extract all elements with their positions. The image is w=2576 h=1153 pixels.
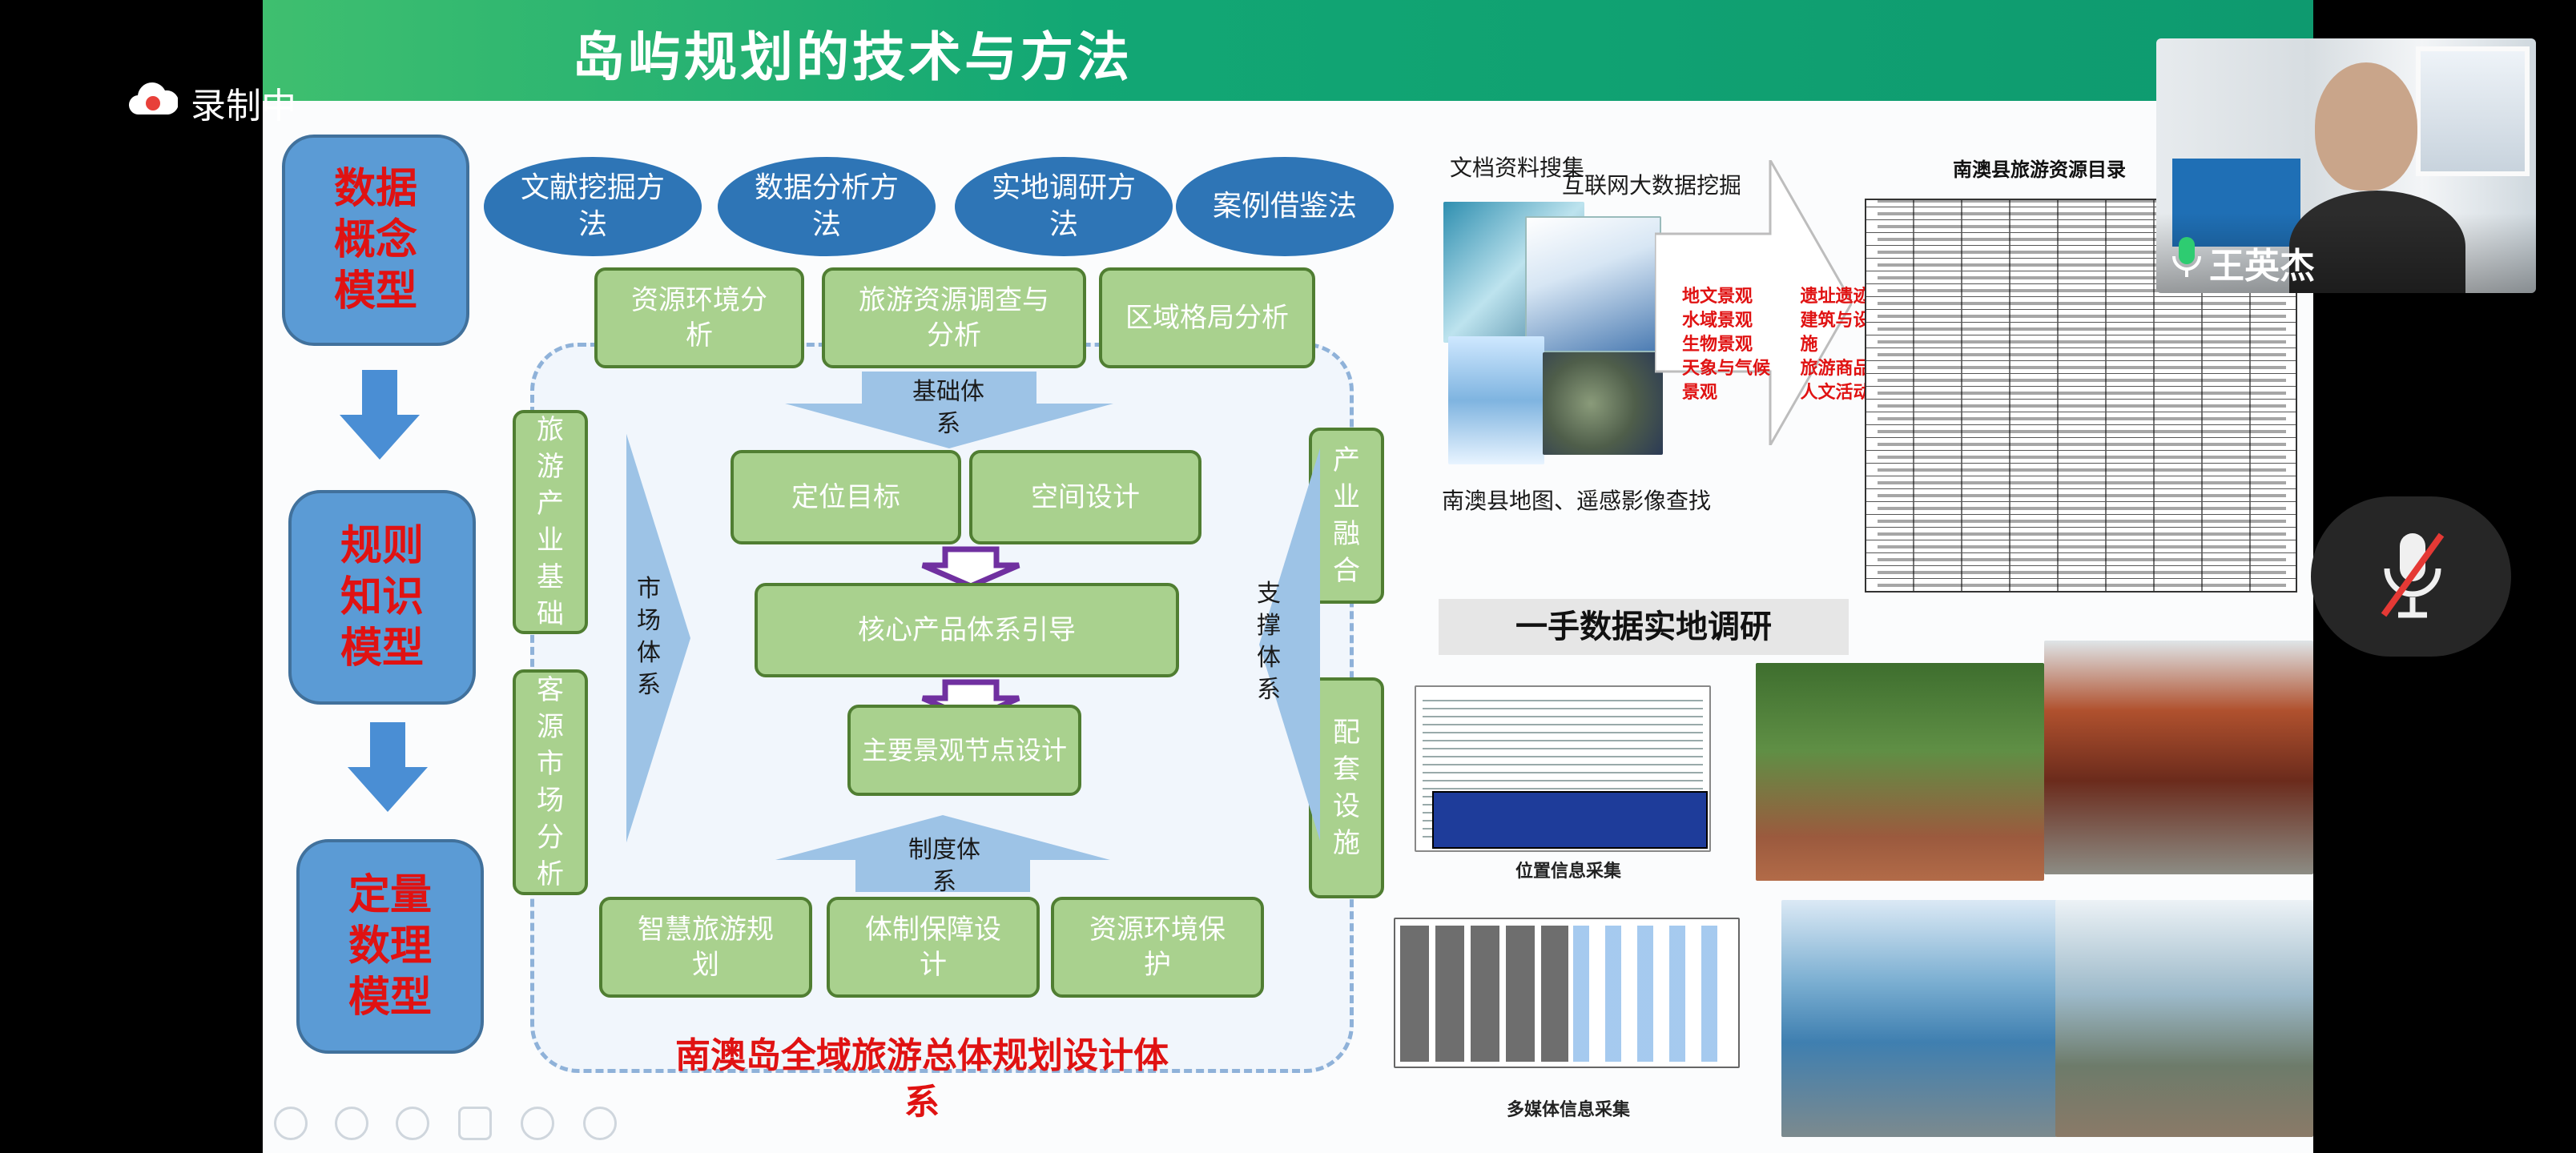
base-system-arrow: [785, 372, 1113, 448]
model-data-concept: 数据概念模型: [282, 135, 469, 346]
box-smart-tourism: 智慧旅游规划: [599, 897, 812, 998]
web-pages-image: [1525, 216, 1661, 352]
purple-down-arrow-icon: [918, 546, 1024, 589]
down-arrow-icon: [348, 722, 428, 812]
field-photo-2: [2044, 641, 2313, 874]
method-field-survey: 实地调研方法: [955, 157, 1173, 256]
map-image: [1448, 336, 1544, 464]
participant-name: 王英杰: [2209, 245, 2315, 287]
market-system-label: 市场体系: [637, 575, 661, 699]
box-tourism-industry-base: 旅游产业基础: [513, 410, 588, 634]
method-case-study: 案例借鉴法: [1176, 157, 1394, 256]
box-resource-protection: 资源环境保护: [1051, 897, 1264, 998]
presentation-slide: 岛屿规划的技术与方法 数据概念模型 规则知识模型 定量数理模型 文献挖掘方法 数…: [263, 0, 2313, 1153]
base-system-label: 基础体系: [912, 378, 984, 438]
market-system-arrow: [626, 434, 690, 842]
pen-icon[interactable]: [396, 1107, 429, 1140]
location-data-screenshot: [1415, 685, 1711, 852]
model-rule-knowledge: 规则知识模型: [288, 490, 476, 705]
field-survey-banner: 一手数据实地调研: [1439, 599, 1849, 655]
map-search-label: 南澳县地图、遥感影像查找: [1442, 488, 1712, 514]
box-landscape-node: 主要景观节点设计: [847, 705, 1081, 796]
box-tourism-resource: 旅游资源调查与分析: [822, 267, 1086, 368]
participant-label: 王英杰: [2171, 235, 2315, 289]
mic-muted-icon: [2379, 528, 2446, 628]
framework-caption: 南澳岛全域旅游总体规划设计体系: [675, 1035, 1169, 1123]
more-icon[interactable]: [583, 1107, 617, 1140]
method-data-analysis: 数据分析方法: [718, 157, 936, 256]
box-institution-guarantee: 体制保障设计: [827, 897, 1040, 998]
box-regional-pattern: 区域格局分析: [1099, 267, 1315, 368]
method-literature: 文献挖掘方法: [484, 157, 702, 256]
play-icon[interactable]: [335, 1107, 368, 1140]
prev-slide-icon[interactable]: [274, 1107, 308, 1140]
mute-button[interactable]: [2311, 496, 2511, 657]
field-photo-4: [2055, 900, 2313, 1137]
mic-on-icon: [2171, 235, 2203, 289]
field-photo-3: [1781, 900, 2057, 1137]
satellite-image: [1543, 352, 1663, 455]
doc-search-label: 文档资料搜集: [1449, 155, 1584, 181]
recording-indicator: 录制中: [128, 77, 296, 128]
participant-video[interactable]: 王英杰: [2156, 38, 2536, 293]
multimedia-data-screenshot: [1394, 918, 1740, 1068]
landscape-types: 地文景观 水域景观 生物景观 天象与气候景观 遗址遗迹 建筑与设施 旅游商品 人…: [1682, 287, 1871, 403]
resource-catalog-title: 南澳县旅游资源目录: [1953, 159, 2126, 181]
zoom-icon[interactable]: [521, 1107, 554, 1140]
box-supporting-facilities: 配套设施: [1309, 677, 1384, 898]
support-system-label: 支撑体系: [1257, 580, 1281, 704]
box-industry-fusion: 产业融合: [1309, 428, 1384, 604]
process-arrow: [1653, 155, 1854, 450]
slides-icon[interactable]: [458, 1107, 492, 1140]
model-quantitative: 定量数理模型: [296, 839, 484, 1054]
media-caption: 多媒体信息采集: [1506, 1100, 1630, 1120]
field-photo-1: [1756, 663, 2044, 881]
recording-label: 录制中: [191, 86, 296, 127]
box-spatial-design: 空间设计: [969, 450, 1201, 544]
location-caption: 位置信息采集: [1515, 862, 1621, 882]
box-resource-environment: 资源环境分析: [594, 267, 804, 368]
slide-title-bar: 岛屿规划的技术与方法: [263, 0, 2313, 101]
field-survey-title: 一手数据实地调研: [1515, 609, 1772, 645]
slide-title: 岛屿规划的技术与方法: [572, 26, 1133, 88]
box-positioning: 定位目标: [731, 450, 961, 544]
down-arrow-icon: [340, 370, 420, 460]
box-source-market: 客源市场分析: [513, 669, 588, 895]
cloud-record-icon: [128, 81, 179, 125]
box-core-product: 核心产品体系引导: [755, 583, 1179, 677]
support-system-arrow: [1259, 448, 1320, 841]
institution-system-label: 制度体系: [908, 836, 980, 896]
institution-system-arrow: [775, 815, 1110, 892]
internet-mining-label: 互联网大数据挖掘: [1561, 172, 1741, 199]
